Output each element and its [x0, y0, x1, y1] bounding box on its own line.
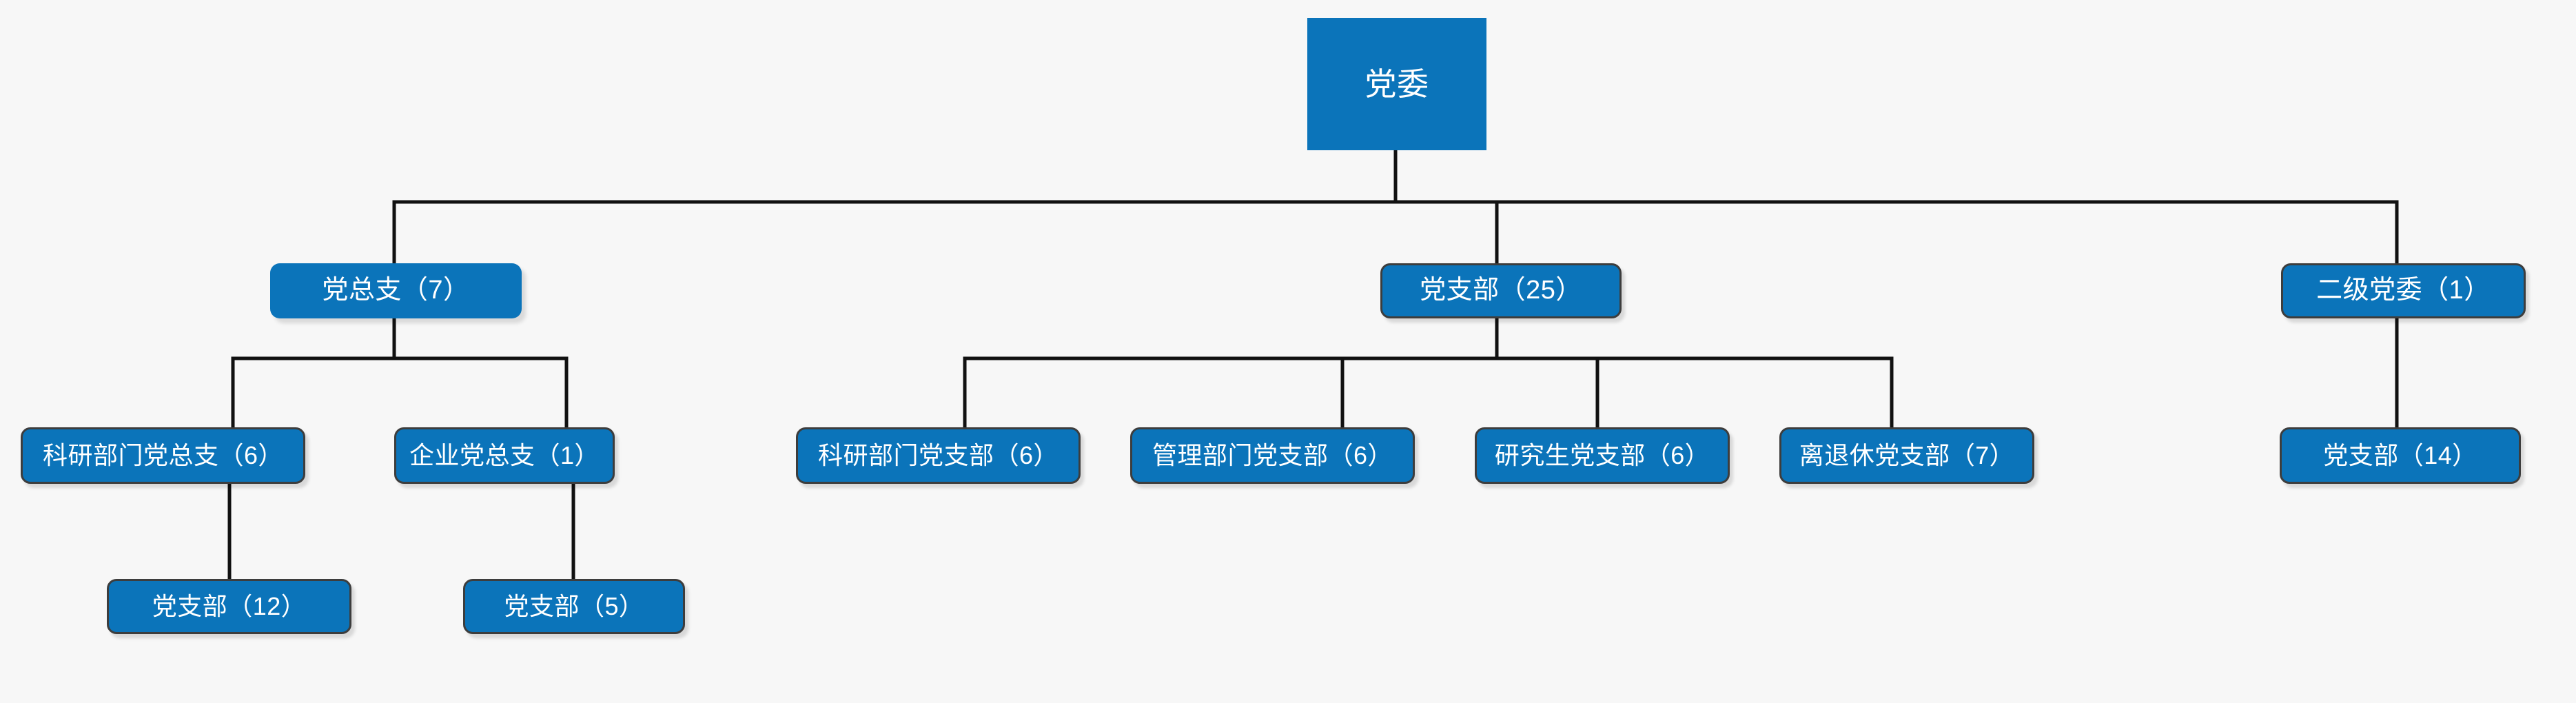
- org-node-n0[interactable]: 党委: [1307, 18, 1486, 150]
- org-node-n3[interactable]: 二级党委（1）: [2281, 263, 2526, 318]
- org-node-n4[interactable]: 科研部门党总支（6）: [21, 427, 305, 484]
- org-node-n9[interactable]: 离退休党支部（7）: [1779, 427, 2034, 484]
- org-node-n5[interactable]: 企业党总支（1）: [394, 427, 615, 484]
- org-node-n6[interactable]: 科研部门党支部（6）: [796, 427, 1081, 484]
- org-node-n12[interactable]: 党支部（5）: [463, 579, 685, 634]
- org-node-n8[interactable]: 研究生党支部（6）: [1475, 427, 1730, 484]
- org-node-n7[interactable]: 管理部门党支部（6）: [1130, 427, 1415, 484]
- org-node-n2[interactable]: 党支部（25）: [1380, 263, 1622, 318]
- org-node-n1[interactable]: 党总支（7）: [270, 263, 522, 318]
- org-node-n11[interactable]: 党支部（12）: [107, 579, 351, 634]
- org-node-n10[interactable]: 党支部（14）: [2280, 427, 2521, 484]
